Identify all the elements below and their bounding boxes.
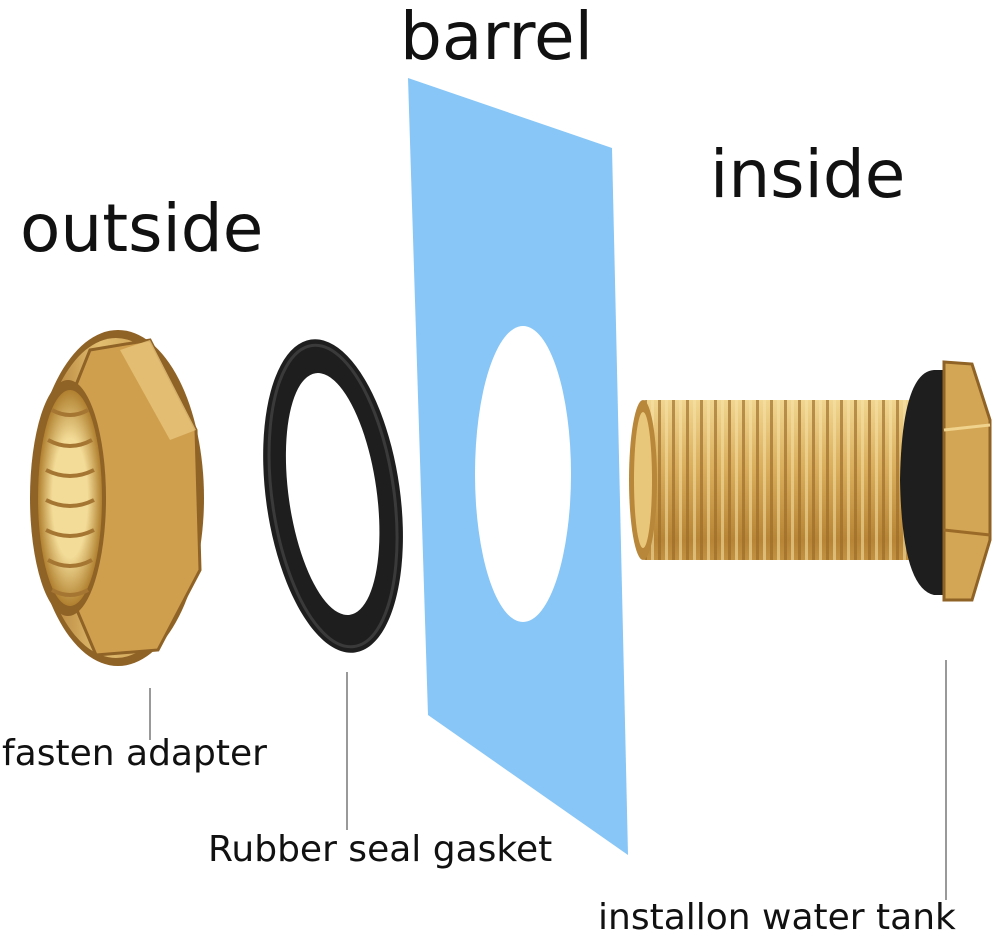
installon-water-tank-label: installon water tank	[598, 897, 956, 938]
barrel-wall-icon	[408, 78, 628, 855]
rubber-seal-gasket-label: Rubber seal gasket	[208, 829, 553, 870]
threaded-bulkhead-fitting-icon	[629, 360, 992, 602]
outside-label: outside	[20, 190, 264, 267]
barrel-label: barrel	[400, 0, 593, 75]
hex-lock-nut-icon	[30, 330, 204, 666]
rubber-gasket-icon	[263, 339, 403, 653]
inside-label: inside	[710, 136, 906, 213]
barrel-hole	[475, 326, 571, 622]
fasten-adapter-label: fasten adapter	[2, 733, 267, 774]
